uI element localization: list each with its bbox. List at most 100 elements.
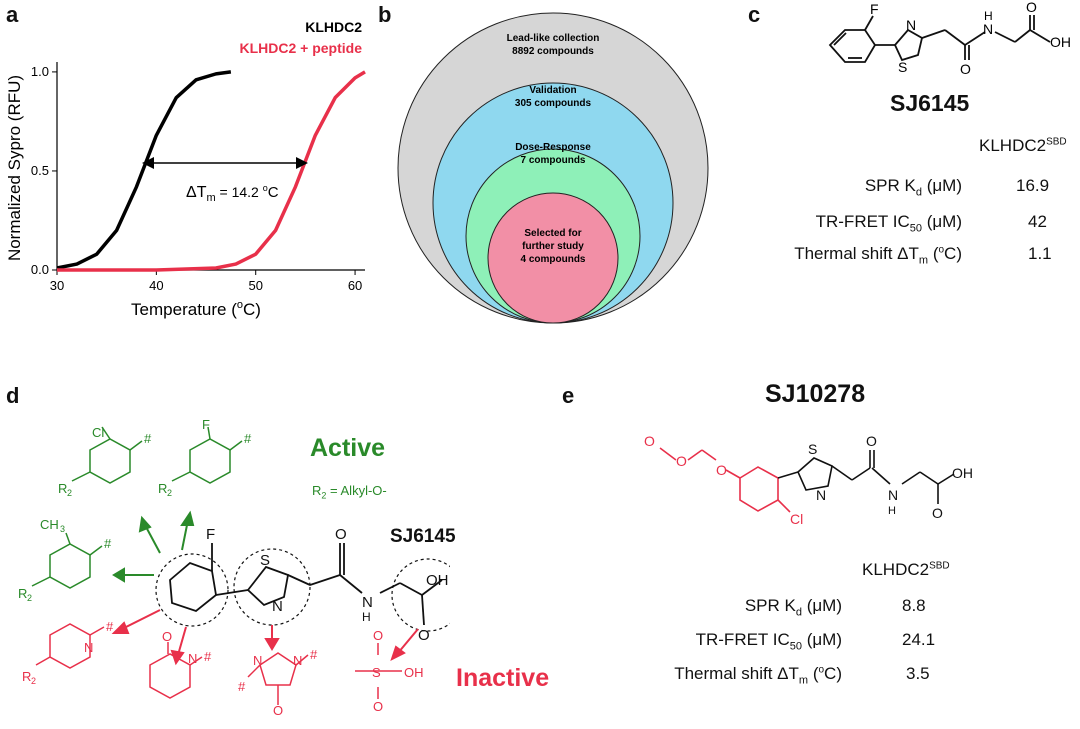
svg-text:OH: OH [404,665,424,680]
svg-text:2: 2 [27,593,32,603]
svg-text:#: # [204,649,212,664]
sj6145-name: SJ6145 [890,90,970,116]
row-e-spr-label: SPR Kd (μM) [744,596,842,619]
svg-text:O: O [1026,0,1037,15]
selected-line1: Selected for [524,228,581,239]
row-thermal-label: Thermal shift ΔTm (oC) [794,244,962,267]
delta-arrow-right-head [296,157,308,169]
panel-e-table-header: KLHDC2SBD [862,560,950,579]
svg-text:O: O [716,462,727,478]
delta-tm-label: ΔTm = 14.2 oC [186,183,279,204]
dose-response-line2: 7 compounds [520,155,585,166]
legend-klhdc2-peptide: KLHDC2 + peptide [239,40,362,56]
svg-text:O: O [418,627,430,644]
svg-text:H: H [984,9,993,23]
validation-line2: 305 compounds [515,98,592,109]
row-e-trfret-label: TR-FRET IC50 (μM) [695,630,842,653]
panel-c-table-header: KLHDC2SBD [979,136,1067,155]
svg-text:Cl: Cl [92,425,104,440]
svg-text:#: # [144,431,152,446]
svg-text:N: N [293,653,302,668]
svg-text:O: O [644,433,655,449]
sj6145-d-name: SJ6145 [390,526,456,547]
svg-text:#: # [244,431,252,446]
validation-line1: Validation [529,85,576,96]
panel-d-letter: d [6,383,20,408]
y-tick-label: 1.0 [31,64,49,79]
svg-text:S: S [898,59,907,75]
series-klhdc2-line [56,70,232,270]
svg-text:3: 3 [60,524,65,534]
r2-note: R2 = Alkyl-O- [312,483,387,501]
svg-text:#: # [104,536,112,551]
thermal-shift-chart: 30 40 50 60 0.0 0.5 1.0 ΔTm = 14.2 oC Normaliz… [5,62,366,319]
x-tick-label: 30 [50,278,64,293]
sj10278-name: SJ10278 [765,380,866,408]
svg-text:N: N [906,17,916,33]
svg-text:N: N [188,651,197,666]
row-e-thermal-value: 3.5 [906,664,930,683]
svg-text:F: F [870,1,879,17]
svg-text:H: H [888,505,896,517]
sj6145-structure: F N S O N H O OH [828,0,1071,77]
svg-text:H: H [362,610,371,624]
svg-text:O: O [373,699,383,714]
svg-text:N: N [983,21,993,37]
svg-text:R: R [158,481,167,496]
y-tick-label: 0.0 [31,262,49,277]
selected-line2: further study [522,241,584,252]
panel-c-letter: c [748,2,761,27]
svg-text:N: N [888,487,898,503]
panel-c-table: KLHDC2SBD SPR Kd (μM) 16.9 TR-FRET IC50 … [760,130,1080,270]
svg-text:2: 2 [67,488,72,498]
svg-text:O: O [335,526,347,543]
svg-text:2: 2 [167,488,172,498]
y-tick-label: 0.5 [31,163,49,178]
delta-arrow-left-head [142,157,154,169]
x-axis-label: Temperature (oC) [131,299,261,319]
svg-text:OH: OH [952,465,973,481]
svg-text:S: S [808,441,817,457]
screening-funnel-diagram: Lead-like collection 8892 compounds Vali… [397,12,709,324]
panel-e-letter: e [562,383,575,408]
svg-text:N: N [362,594,373,611]
selected-line3: 4 compounds [520,254,585,265]
svg-text:F: F [202,417,210,432]
svg-text:O: O [866,433,877,449]
legend-klhdc2: KLHDC2 [305,19,362,35]
panel-e-table: KLHDC2SBD SPR Kd (μM) 8.8 TR-FRET IC50 (… [640,556,960,696]
x-tick-label: 40 [149,278,163,293]
svg-text:Cl: Cl [790,511,803,527]
svg-text:O: O [960,61,971,77]
dose-response-line1: Dose-Response [515,142,591,153]
svg-text:#: # [238,679,246,694]
svg-text:O: O [162,629,172,644]
svg-text:S: S [260,552,270,569]
panel-b-letter: b [378,2,392,27]
panel-a-letter: a [6,2,19,27]
series-klhdc2-peptide-line [57,70,366,272]
row-e-spr-value: 8.8 [902,596,926,615]
svg-text:2: 2 [31,676,36,686]
svg-text:O: O [373,628,383,643]
svg-text:O: O [273,703,283,718]
y-axis-label: Normalized Sypro (RFU) [5,75,24,261]
svg-text:S: S [372,665,381,680]
svg-text:#: # [310,647,318,662]
svg-text:F: F [206,526,215,543]
svg-text:#: # [106,619,114,634]
row-thermal-value: 1.1 [1028,244,1052,263]
row-trfret-value: 42 [1028,212,1047,231]
svg-text:CH: CH [40,517,59,532]
row-spr-value: 16.9 [1016,176,1050,195]
active-label: Active [310,434,386,462]
x-tick-label: 60 [348,278,362,293]
svg-text:R: R [22,669,31,684]
row-e-thermal-label: Thermal shift ΔTm (oC) [674,664,842,687]
row-e-trfret-value: 24.1 [902,630,936,649]
svg-text:R: R [18,586,27,601]
svg-text:N: N [253,653,262,668]
x-tick-label: 50 [248,278,262,293]
svg-text:N: N [84,640,93,655]
